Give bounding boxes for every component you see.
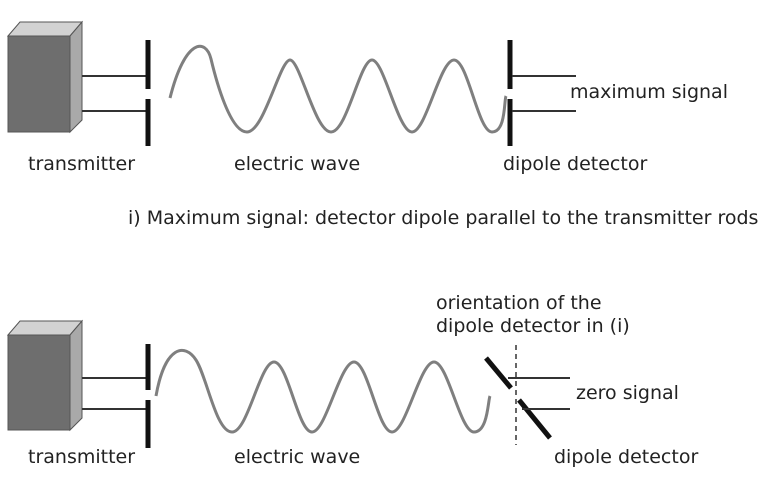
transmitter-front-ii <box>7 334 71 431</box>
dipole-detector-label-i: dipole detector <box>503 153 647 175</box>
transmitter-side-ii <box>69 319 83 432</box>
transmitter-front-i <box>7 35 71 133</box>
panel-i: maximum signal transmitter electric wave… <box>6 20 758 229</box>
electric-wave-i <box>168 44 508 134</box>
caption-i: i) Maximum signal: detector dipole paral… <box>128 207 758 229</box>
orientation-label-line1: orientation of the <box>436 292 602 314</box>
transmitter-top-i <box>6 21 84 37</box>
zero-signal-label: zero signal <box>576 382 679 404</box>
transmitter-label-ii: transmitter <box>28 446 135 468</box>
transmitter-side-i <box>69 20 83 134</box>
orientation-label-line2: dipole detector in (i) <box>436 315 630 337</box>
electric-wave-label-ii: electric wave <box>234 446 360 468</box>
panel-ii: orientation of the dipole detector in (i… <box>6 292 698 468</box>
detector-rod-bottom-ii <box>517 398 552 440</box>
transmitter-label-i: transmitter <box>28 153 135 175</box>
dipole-detector-label-ii: dipole detector <box>554 446 698 468</box>
transmitter-box-ii <box>6 319 84 432</box>
electric-wave-ii <box>154 349 492 434</box>
maximum-signal-label: maximum signal <box>570 81 728 103</box>
transmitter-top-ii <box>6 320 84 336</box>
electric-wave-label-i: electric wave <box>234 153 360 175</box>
transmitter-box-i <box>6 20 84 134</box>
detector-rod-top-ii <box>484 356 513 390</box>
